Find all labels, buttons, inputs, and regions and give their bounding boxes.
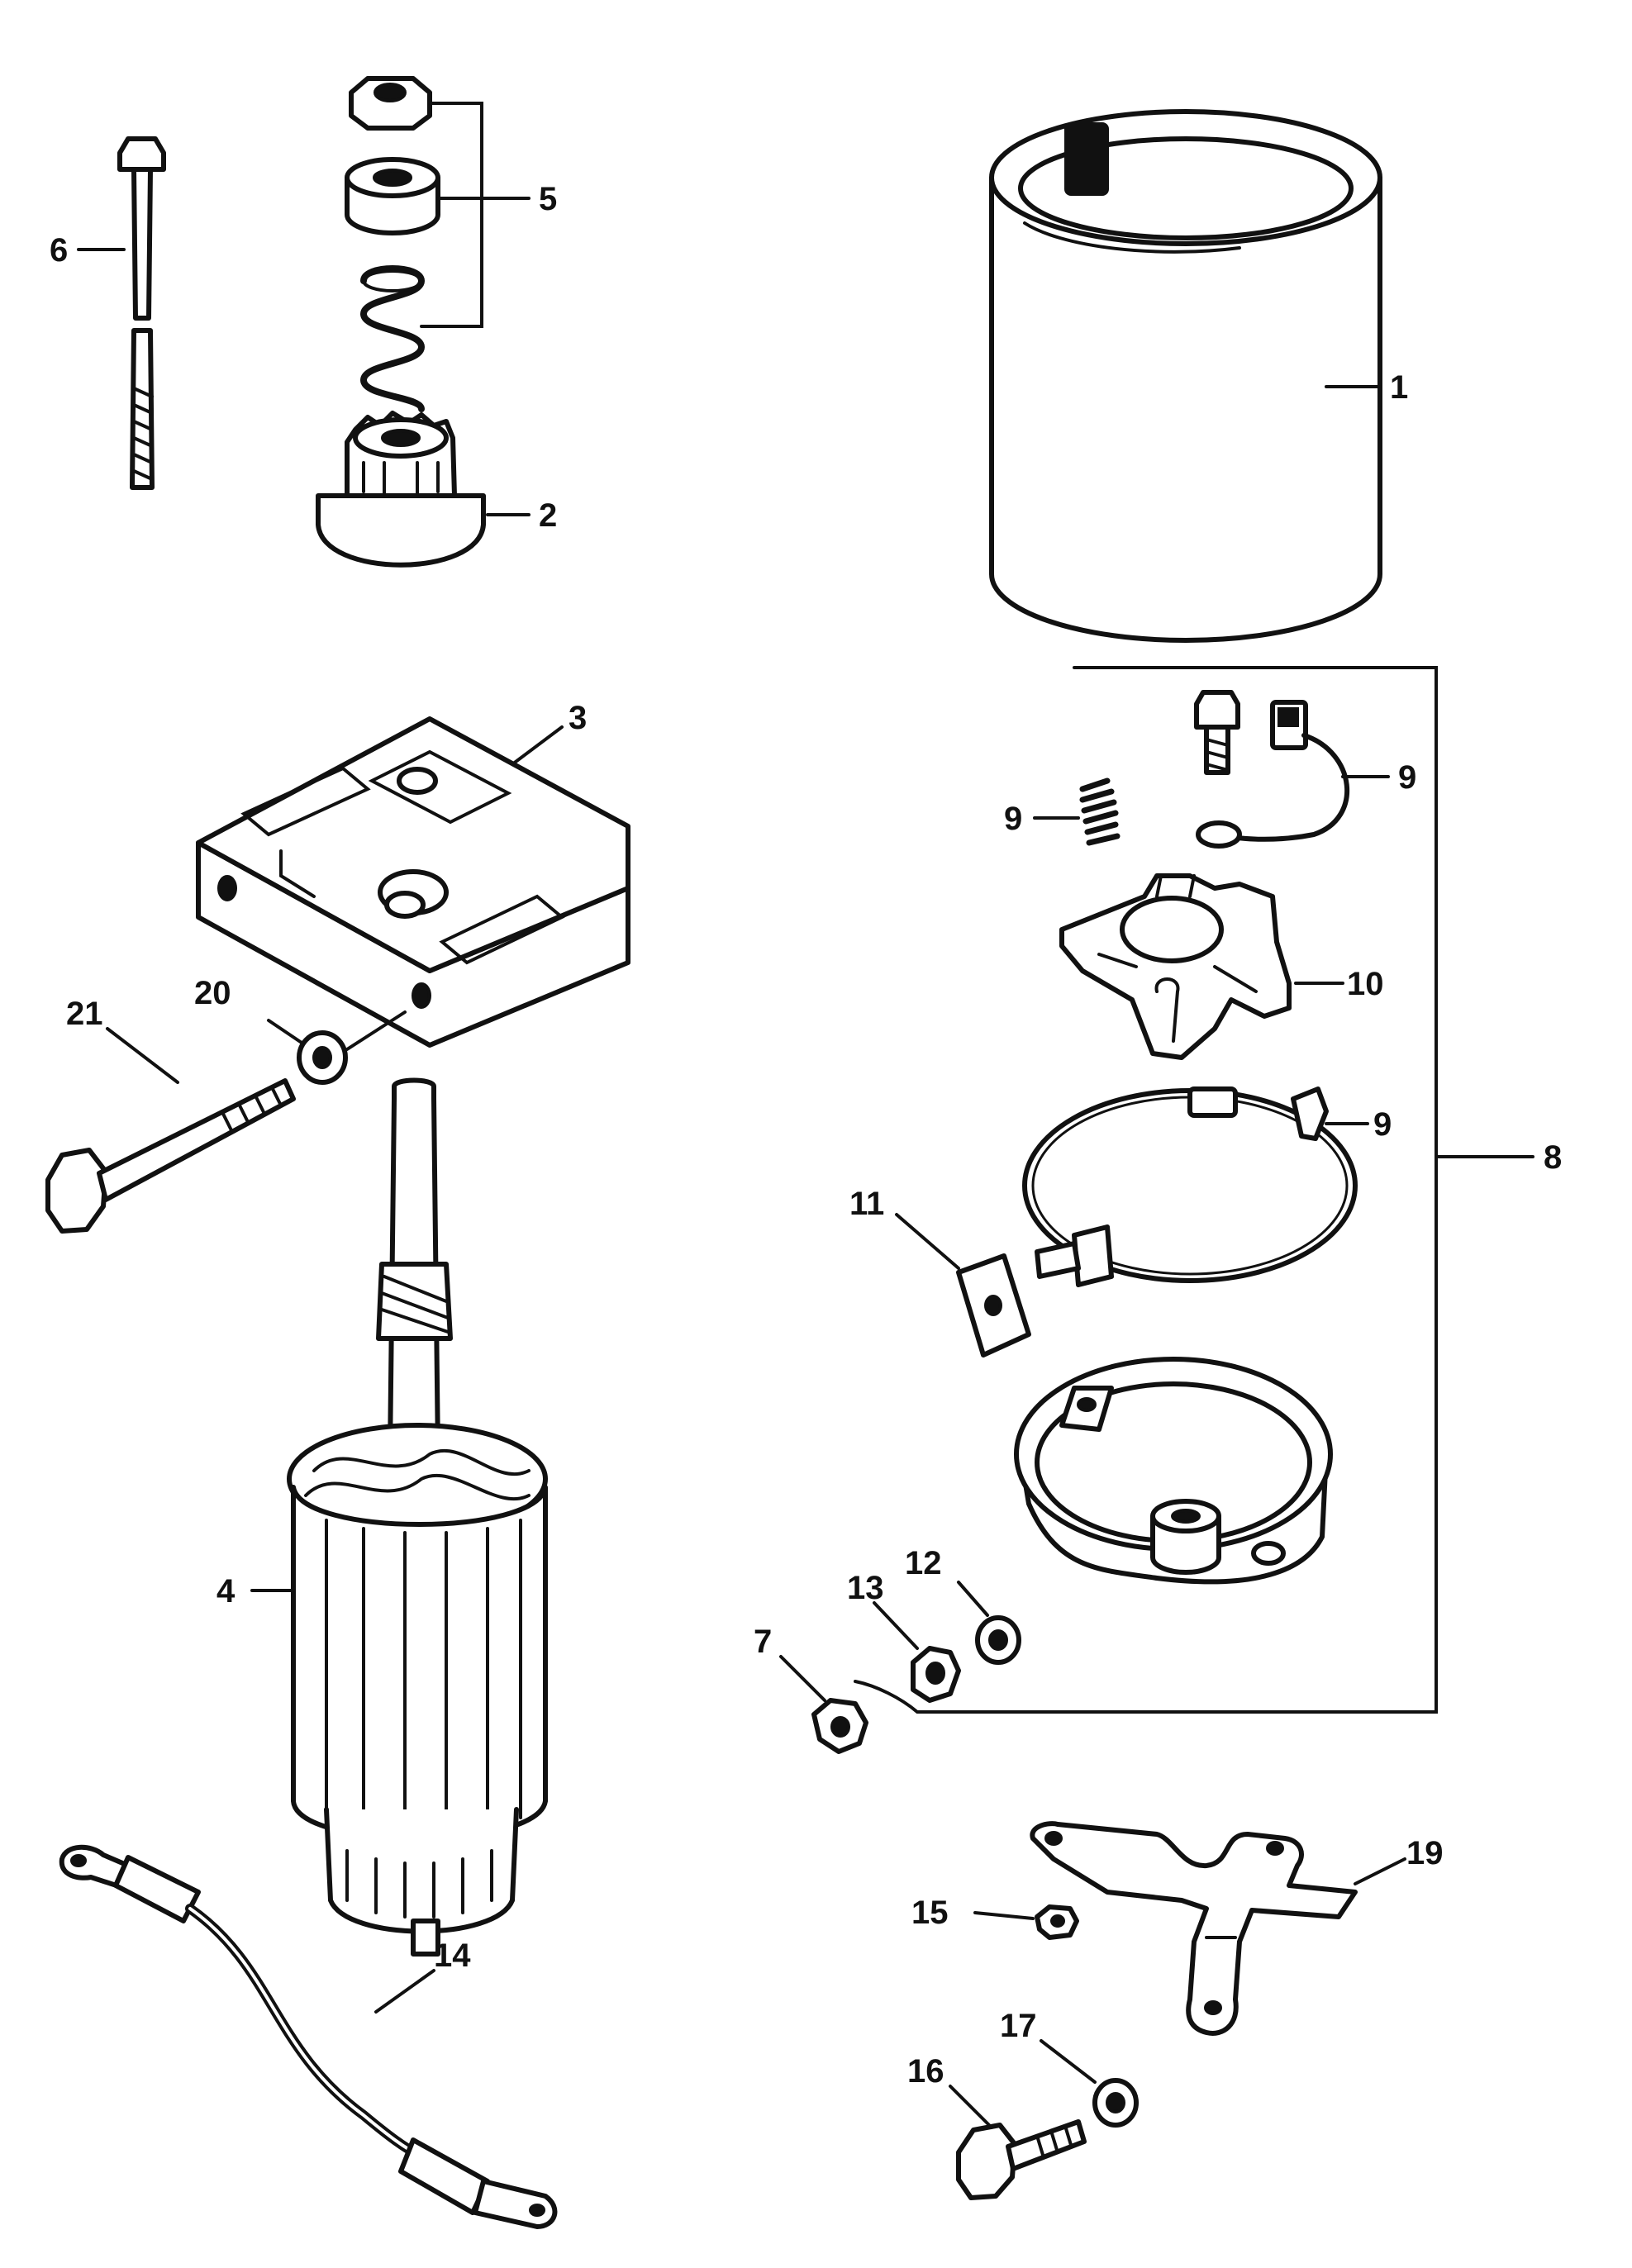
washer-20 xyxy=(297,1030,348,1085)
callout-2: 2 xyxy=(539,497,557,534)
callout-5: 5 xyxy=(539,181,557,217)
lockwasher-nut xyxy=(911,1646,961,1703)
callout-8: 8 xyxy=(1544,1139,1562,1176)
callout-21: 21 xyxy=(66,996,103,1032)
callout-7: 7 xyxy=(754,1624,772,1660)
insulator-ring xyxy=(1022,1086,1358,1287)
bracket xyxy=(1030,1821,1358,2036)
washer-12 xyxy=(975,1615,1021,1665)
callout-17: 17 xyxy=(1000,2008,1037,2044)
nut-7 xyxy=(811,1698,868,1754)
commutator-end-cap xyxy=(1014,1357,1333,1585)
callout-9-spring: 9 xyxy=(1004,801,1022,837)
brush-and-spring xyxy=(1079,690,1350,849)
ground-cable xyxy=(59,1844,558,2229)
callout-12: 12 xyxy=(905,1545,942,1581)
washer-17 xyxy=(1092,2078,1139,2128)
callout-15: 15 xyxy=(911,1895,949,1931)
callout-3: 3 xyxy=(569,700,587,736)
bolt-16 xyxy=(956,2119,1087,2200)
callout-10: 10 xyxy=(1347,966,1384,1002)
insulator-plate xyxy=(956,1253,1031,1357)
callout-16: 16 xyxy=(907,2053,944,2090)
drive-end-cap xyxy=(196,716,630,1048)
callout-13: 13 xyxy=(847,1570,884,1606)
armature xyxy=(287,1077,548,1957)
callout-19: 19 xyxy=(1406,1835,1444,1871)
nut-15 xyxy=(1035,1904,1079,1940)
callout-14: 14 xyxy=(434,1938,471,1974)
callout-11: 11 xyxy=(849,1186,884,1222)
callout-9-top: 9 xyxy=(1398,759,1416,796)
stop-nut-spacer-spring-set xyxy=(345,76,440,412)
callout-20: 20 xyxy=(194,975,231,1011)
drive-pinion xyxy=(316,411,486,568)
frame-housing xyxy=(989,109,1382,643)
through-bolt xyxy=(117,136,166,490)
callout-4: 4 xyxy=(216,1573,236,1609)
callout-1: 1 xyxy=(1390,369,1408,406)
bolt-21 xyxy=(45,1078,296,1234)
callout-6: 6 xyxy=(50,232,68,269)
brush-holder xyxy=(1059,873,1292,1060)
callout-9-ring: 9 xyxy=(1373,1106,1392,1143)
